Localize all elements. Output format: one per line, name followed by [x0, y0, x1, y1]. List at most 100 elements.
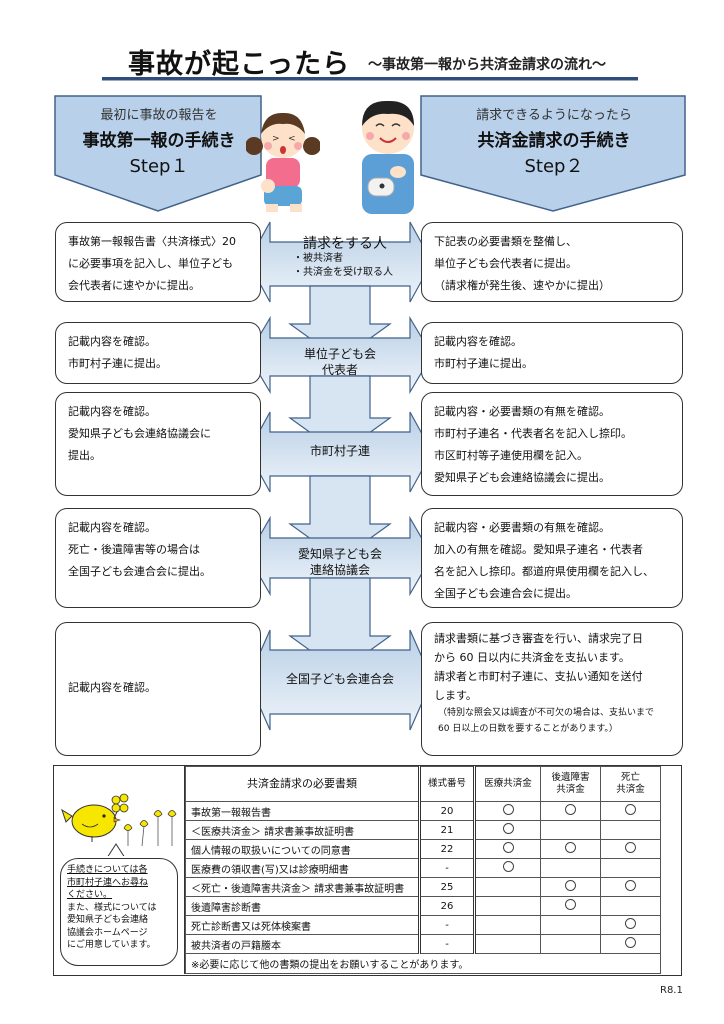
form-number-cell: 21: [418, 820, 475, 840]
box-line: 単位子ども会代表者に提出。: [434, 257, 577, 270]
header-medical: 医療共済金: [473, 766, 541, 802]
node-bullet: ・共済金を受け取る人: [293, 267, 393, 278]
box-line: 全国子ども会連合会に提出。: [434, 587, 577, 600]
page-header: 事故が起こったら ～事故第一報から共済金請求の流れ～: [128, 42, 648, 82]
form-number-cell: 25: [418, 877, 475, 897]
medical-cell: [473, 877, 541, 897]
page-subtitle: ～事故第一報から共済金請求の流れ～: [368, 57, 606, 73]
box-line: 市町村子連に提出。: [434, 357, 533, 370]
svg-text:>: >: [272, 134, 280, 144]
form-number-cell: 22: [418, 839, 475, 859]
box-line: 愛知県子ども会連絡協議会に提出。: [434, 471, 610, 484]
required-circle-icon: [565, 880, 576, 891]
box-line: 記載内容を確認。: [68, 335, 156, 348]
document-name-cell: 事故第一報報告書: [185, 801, 420, 821]
box-line: 死亡・後遺障害等の場合は: [68, 543, 200, 556]
note-line: 愛知県子ども会連絡: [67, 915, 149, 925]
node-requester: 請求をする人 ・被共済者 ・共済金を受け取る人: [275, 236, 415, 280]
required-circle-icon: [565, 899, 576, 910]
form-number-cell: -: [418, 934, 475, 954]
version-label: R8.1: [660, 985, 683, 996]
document-name-cell: ＜医療共済金＞ 請求書兼事故証明書: [185, 820, 420, 840]
box-line: 下記表の必要書類を整備し、: [434, 235, 577, 248]
medical-cell: [473, 801, 541, 821]
medical-cell: [473, 839, 541, 859]
node-title: 全国子ども会連合会: [285, 672, 394, 686]
required-documents-table: 共済金請求の必要書類 様式番号 医療共済金 後遺障害 共済金 死亡 共済金 事故…: [185, 766, 661, 974]
left-box-national: 記載内容を確認。: [55, 622, 261, 756]
table-row: 医療費の領収書(写)又は診療明細書-: [185, 858, 661, 878]
box-line: から 60 日以内に共済金を支払います。: [434, 651, 630, 664]
required-circle-icon: [502, 861, 514, 872]
node-unit-rep: 単位子ども会 代表者: [280, 346, 400, 378]
step2-lead: 請求できるようになったら: [476, 108, 632, 123]
left-box-requester: 事故第一報報告書〈共済様式〉20 に必要事項を記入し、単位子ども 会代表者に速や…: [55, 222, 261, 302]
box-line: 市区町村等子連使用欄を記入。: [434, 449, 588, 462]
box-line: 請求書類に基づき審査を行い、請求完了日: [434, 632, 643, 645]
box-note: 60 日以上の日数を要することがあります。）: [438, 724, 618, 734]
required-circle-icon: [625, 918, 636, 929]
node-title-2: 代表者: [321, 363, 358, 377]
required-circle-icon: [565, 804, 576, 815]
medical-cell: [473, 896, 541, 916]
right-box-requester: 下記表の必要書類を整備し、 単位子ども会代表者に提出。 （請求権が発生後、速やか…: [421, 222, 683, 302]
header-form-number: 様式番号: [418, 766, 475, 802]
table-footnote-row: ※必要に応じて他の書類の提出をお願いすることがあります。: [185, 953, 661, 974]
death-cell: [600, 820, 661, 840]
node-title-2: 連絡協議会: [309, 563, 370, 577]
step1-lead: 最初に事故の報告を: [100, 108, 218, 123]
right-box-unit-rep: 記載内容を確認。 市町村子連に提出。: [421, 322, 683, 384]
medical-cell: [473, 858, 541, 878]
death-cell: [600, 934, 661, 954]
death-cell: [600, 858, 661, 878]
disability-cell: [540, 839, 601, 859]
step2-banner: [420, 95, 686, 212]
side-panel: 手続きについては各 市町村子連へお尋ね ください。 また、様式については 愛知県…: [54, 766, 185, 974]
disability-cell: [540, 915, 601, 935]
node-aichi: 愛知県子ども会 連絡協議会: [280, 546, 400, 578]
left-box-municipal: 記載内容を確認。 愛知県子ども会連絡協議会に 提出。: [55, 392, 261, 496]
box-line: 事故第一報報告書〈共済様式〉20: [68, 235, 236, 248]
medical-cell: [473, 820, 541, 840]
header-disability: 後遺障害 共済金: [540, 766, 601, 802]
header-death: 死亡 共済金: [600, 766, 661, 802]
table-header-row: 共済金請求の必要書類 様式番号 医療共済金 後遺障害 共済金 死亡 共済金: [185, 766, 661, 802]
box-line: 市町村子連に提出。: [68, 357, 167, 370]
disability-cell: [540, 896, 601, 916]
left-box-unit-rep: 記載内容を確認。 市町村子連に提出。: [55, 322, 261, 384]
required-circle-icon: [565, 842, 576, 853]
right-box-national: 請求書類に基づき審査を行い、請求完了日 から 60 日以内に共済金を支払います。…: [421, 622, 683, 756]
note-line: 協議会ホームページ: [67, 927, 148, 938]
document-name-cell: 後遺障害診断書: [185, 896, 420, 916]
disability-cell: [540, 877, 601, 897]
death-cell: [600, 896, 661, 916]
box-line: 市町村子連名・代表者名を記入し捺印。: [434, 427, 632, 440]
step1-label: Step１: [129, 156, 189, 177]
box-line: に必要事項を記入し、単位子ども: [68, 257, 233, 270]
medical-cell: [473, 915, 541, 935]
death-cell: [600, 915, 661, 935]
box-line: 請求者と市町村子連に、支払い通知を送付: [434, 670, 643, 683]
note-line: にご用意しています。: [67, 940, 156, 950]
document-name-cell: 個人情報の取扱いについての同意書: [185, 839, 420, 859]
required-circle-icon: [625, 804, 636, 815]
required-circle-icon: [502, 823, 514, 834]
required-circle-icon: [625, 937, 636, 948]
disability-cell: [540, 858, 601, 878]
required-circle-icon: [625, 842, 636, 853]
bandaged-boy-icon: [362, 100, 414, 214]
form-number-cell: -: [418, 915, 475, 935]
note-line: 市町村子連へお尋ね: [67, 877, 149, 888]
flow-diagram: [247, 221, 433, 731]
note-line: ください。: [67, 890, 113, 900]
step2-label: Step２: [524, 156, 584, 177]
node-title: 市町村子連: [309, 444, 370, 458]
step1-name: 事故第一報の手続き: [82, 131, 236, 151]
required-circle-icon: [502, 804, 514, 815]
medical-cell: [473, 934, 541, 954]
title-underline: [102, 77, 638, 81]
box-line: 記載内容・必要書類の有無を確認。: [434, 405, 610, 418]
